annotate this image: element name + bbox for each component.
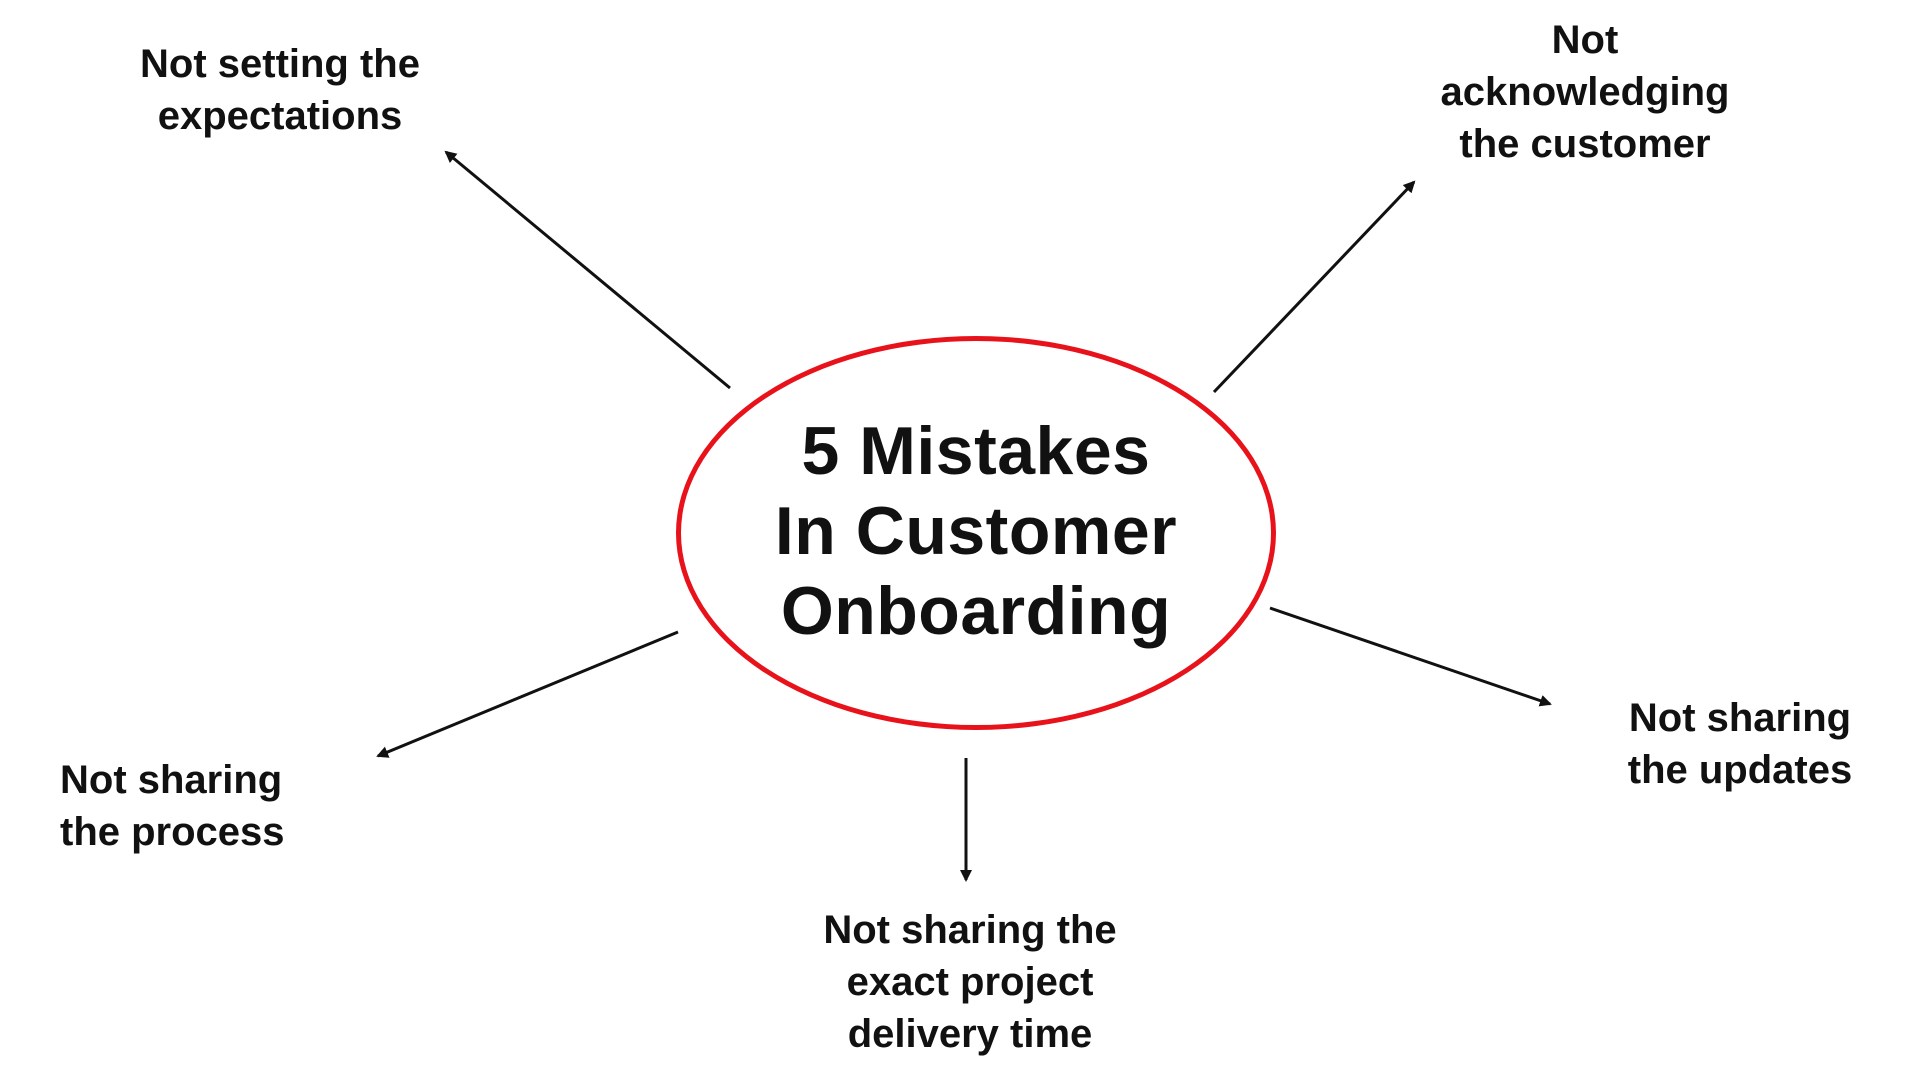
mistake-updates: Not sharing the updates bbox=[1590, 692, 1890, 796]
mistake-updates-line-2: the updates bbox=[1627, 748, 1853, 792]
mistake-delivery-time-line-3: delivery time bbox=[847, 1012, 1093, 1056]
mistake-expectations-line-1: Not setting the bbox=[140, 42, 420, 86]
mistake-acknowledging-line-3: the customer bbox=[1459, 122, 1711, 166]
mistake-process-line-2: the process bbox=[60, 810, 285, 854]
mistake-expectations: Not setting the expectations bbox=[110, 38, 450, 142]
arrow-to-acknowledging bbox=[1212, 180, 1416, 394]
mistake-updates-line-1: Not sharing bbox=[1628, 696, 1852, 740]
center-title: 5 Mistakes In Customer Onboarding bbox=[676, 396, 1276, 666]
mistake-process: Not sharing the process bbox=[60, 754, 340, 858]
mistake-acknowledging-line-1: Not bbox=[1551, 18, 1619, 62]
mistake-process-line-1: Not sharing bbox=[60, 758, 283, 802]
mistake-acknowledging: Not acknowledging the customer bbox=[1390, 14, 1780, 170]
center-title-line-3: Onboarding bbox=[780, 573, 1172, 649]
center-title-line-2: In Customer bbox=[774, 493, 1178, 569]
arrow-to-expectations bbox=[444, 150, 731, 390]
arrow-to-updates bbox=[1269, 606, 1552, 707]
center-title-line-1: 5 Mistakes bbox=[801, 413, 1151, 489]
arrow-to-process bbox=[376, 630, 679, 758]
mistake-delivery-time-line-1: Not sharing the bbox=[823, 908, 1117, 952]
mistake-expectations-line-2: expectations bbox=[157, 94, 403, 138]
mistake-delivery-time-line-2: exact project bbox=[846, 960, 1094, 1004]
center-ellipse bbox=[676, 336, 1276, 730]
mistake-acknowledging-line-2: acknowledging bbox=[1440, 70, 1730, 114]
mistake-delivery-time: Not sharing the exact project delivery t… bbox=[770, 904, 1170, 1060]
